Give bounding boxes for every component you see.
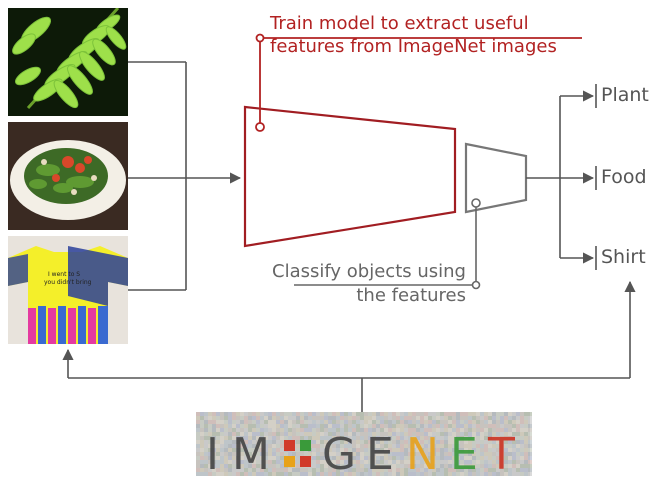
train-annotation-line-1: Train model to extract useful (270, 13, 529, 34)
classifier-shape (464, 142, 528, 214)
logo-letter: I (206, 429, 219, 480)
classify-annotation-line-1: Classify objects using (272, 261, 466, 282)
feature-extractor-shape (243, 105, 457, 248)
logo-pixel-block (284, 440, 295, 451)
logo-letter: M (232, 429, 270, 480)
train-annotation-line-2: features from ImageNet images (270, 36, 557, 57)
classify-annotation-pointer (294, 198, 481, 290)
output-label-food: Food (601, 166, 647, 188)
train-annotation: Train model to extract useful features f… (270, 12, 557, 58)
logo-pixel-block (300, 440, 311, 451)
classify-annotation: Classify objects using the features (270, 260, 466, 308)
output-connectors (526, 90, 595, 264)
classify-annotation-line-2: the features (356, 285, 466, 306)
logo-letter: G (322, 429, 356, 480)
input-connectors (128, 61, 242, 291)
logo-letter: E (450, 429, 478, 480)
food-image (8, 122, 128, 230)
imagenet-feedback-arrows (62, 280, 636, 412)
logo-letter: E (366, 429, 394, 480)
shirt-image: I went to S you didn't bring (8, 236, 128, 344)
shirt-text-line-2: you didn't bring (44, 279, 92, 286)
logo-letter: N (406, 429, 439, 480)
logo-pixel-block (300, 456, 311, 467)
plant-image (8, 8, 128, 116)
train-annotation-pointer (255, 33, 582, 132)
logo-letter: T (487, 429, 515, 480)
shirt-text-line-1: I went to S (48, 271, 80, 278)
logo-pixel-block (284, 456, 295, 467)
output-label-plant: Plant (601, 84, 649, 106)
output-label-shirt: Shirt (601, 246, 646, 268)
